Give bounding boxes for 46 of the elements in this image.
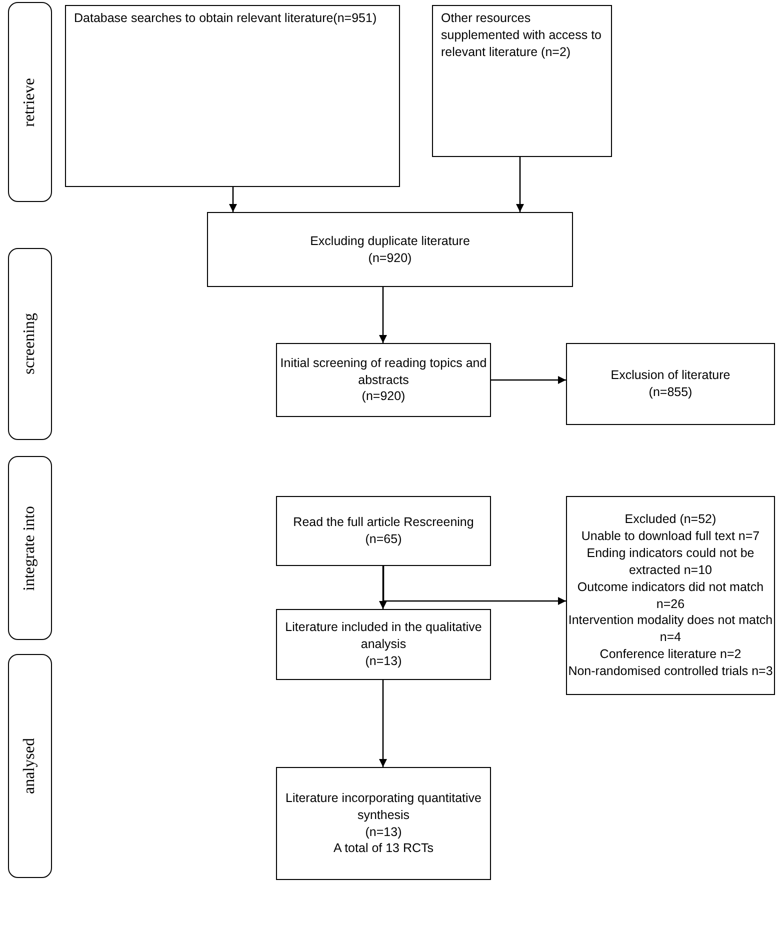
- process-box: [207, 212, 573, 287]
- process-box: [276, 496, 491, 566]
- box-text: Conference literature n=2: [600, 646, 742, 663]
- stage-label: analysed: [20, 738, 40, 794]
- box-text: Initial screening of reading topics and abstracts: [279, 354, 488, 388]
- stage-label: integrate into: [20, 506, 40, 590]
- box-text: (n=65): [365, 531, 402, 548]
- box-text: Literature incorporating quantitative synthesis: [284, 790, 482, 824]
- box-text: (n=855): [648, 384, 692, 401]
- box-text: Read the full article Rescreening: [293, 514, 474, 531]
- box-text: Excluding duplicate literature: [310, 232, 470, 250]
- arrow: [382, 566, 566, 605]
- process-box: [65, 5, 400, 187]
- stage-label: retrieve: [20, 78, 40, 126]
- process-box: [566, 343, 775, 425]
- box-text: (n=13): [365, 652, 402, 670]
- box-text: A total of 13 RCTs: [333, 840, 434, 858]
- arrow: [491, 376, 566, 384]
- box-text: Ending indicators could not be extracted n=10: [586, 544, 756, 579]
- box-text: (n=13): [365, 824, 402, 840]
- stage-label-box: [8, 456, 52, 640]
- box-text: (n=920): [362, 388, 406, 406]
- arrow: [229, 187, 237, 212]
- process-box: [276, 343, 491, 417]
- box-text: Non-randomised controlled trials n=3: [568, 663, 773, 680]
- process-box: [566, 496, 775, 695]
- box-text: Outcome indicators did not match n=26: [576, 578, 765, 612]
- arrow: [379, 287, 387, 343]
- arrow: [379, 680, 387, 767]
- box-text: Exclusion of literature: [610, 367, 730, 384]
- stage-label-box: [8, 654, 52, 878]
- arrow: [379, 566, 387, 609]
- process-box: [276, 609, 491, 680]
- box-text: Database searches to obtain relevant literature(n=951): [74, 10, 378, 27]
- box-text: Intervention modality does not match n=4: [567, 612, 774, 646]
- box-text: Literature included in the qualitative analysis: [284, 619, 483, 653]
- process-box: [276, 767, 491, 880]
- stage-label: screening: [20, 313, 40, 375]
- box-text: Other resources supplemented with access to relevant literature (n=2): [441, 10, 603, 61]
- stage-label-box: [8, 2, 52, 202]
- stage-label-box: [8, 248, 52, 440]
- box-text: Excluded (n=52): [624, 511, 716, 528]
- arrow: [516, 157, 524, 212]
- process-box: [432, 5, 612, 157]
- box-text: Unable to download full text n=7: [581, 528, 760, 545]
- box-text: (n=920): [368, 250, 412, 266]
